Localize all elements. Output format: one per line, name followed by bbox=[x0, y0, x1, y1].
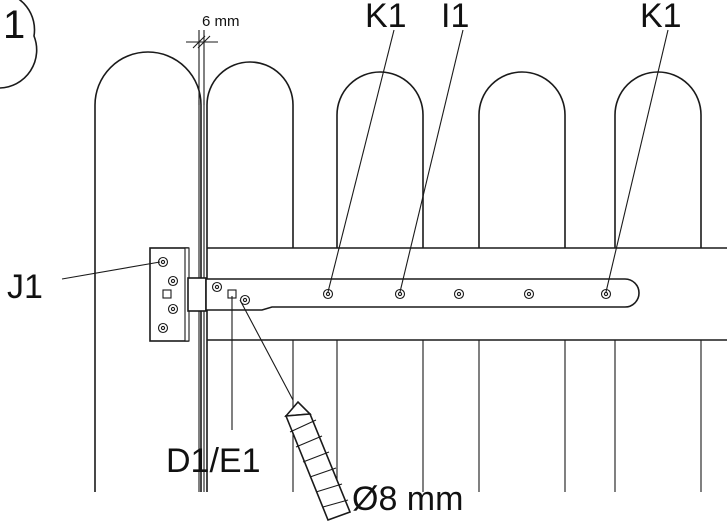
picket-3 bbox=[336, 71, 424, 248]
picket-1 bbox=[94, 51, 202, 492]
label-k1-left: K1 bbox=[365, 0, 407, 35]
label-j1: J1 bbox=[7, 268, 43, 306]
label-k1-right: K1 bbox=[640, 0, 682, 35]
label-drill-size: Ø8 mm bbox=[352, 480, 463, 518]
label-i1: I1 bbox=[441, 0, 469, 35]
horizontal-rail bbox=[207, 247, 727, 341]
strap-hinge bbox=[205, 278, 640, 311]
drill-bit bbox=[284, 400, 352, 522]
label-d1e1: D1/E1 bbox=[166, 442, 261, 480]
dimension-mark: 6 mm bbox=[186, 13, 240, 105]
picket-4 bbox=[478, 71, 566, 248]
step-number: 1 bbox=[3, 3, 25, 47]
step-circle: 1 bbox=[0, 0, 38, 89]
strap-screws bbox=[211, 281, 612, 306]
hinge-screws bbox=[157, 256, 179, 334]
picket-lower-lines bbox=[292, 340, 702, 492]
leader-lines bbox=[61, 29, 669, 430]
picket-5 bbox=[614, 71, 702, 248]
callout-labels: K1 I1 K1 J1 D1/E1 Ø8 mm bbox=[7, 0, 682, 518]
hinge-plate bbox=[149, 247, 207, 342]
dimension-label: 6 mm bbox=[202, 13, 240, 30]
picket-2 bbox=[206, 61, 294, 492]
